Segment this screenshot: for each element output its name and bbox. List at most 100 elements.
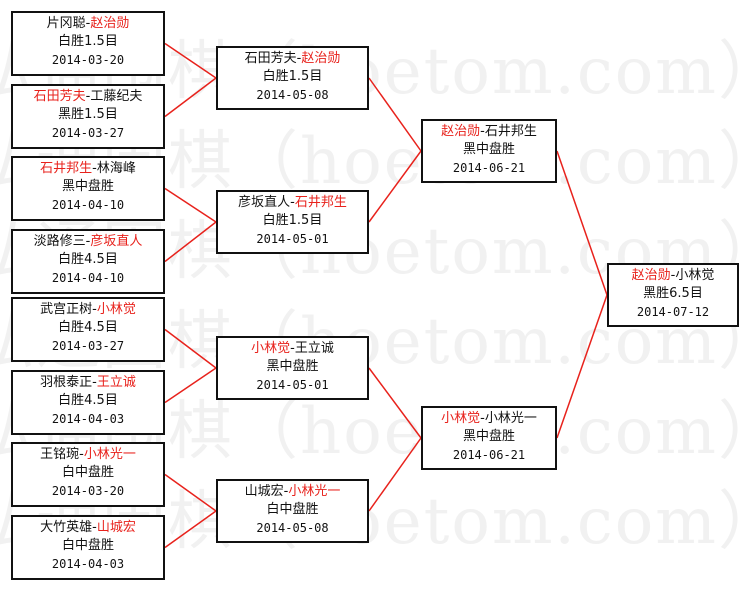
player-b: 林海峰 xyxy=(96,161,136,176)
bracket-connector xyxy=(164,367,217,404)
match-players: 赵治勋-石井邦生 xyxy=(423,123,555,141)
match-players: 赵治勋-小林觉 xyxy=(609,267,737,285)
match-result: 白中盘胜 xyxy=(61,538,114,553)
match-date: 2014-06-21 xyxy=(452,161,526,175)
match-date: 2014-07-12 xyxy=(636,305,710,319)
player-separator: - xyxy=(85,234,91,249)
match-players: 石田芳夫-工藤纪夫 xyxy=(13,88,163,106)
player-a: 石田芳夫 xyxy=(33,89,86,104)
bracket-connector xyxy=(368,150,422,223)
match-date: 2014-03-27 xyxy=(51,126,125,140)
bracket-connector xyxy=(556,150,608,296)
player-separator: - xyxy=(283,484,289,499)
match-result: 黑中盘胜 xyxy=(462,142,515,157)
match-box: 片冈聪-赵治勋白胜1.5目 2014-03-20 xyxy=(11,11,165,76)
match-date: 2014-05-01 xyxy=(256,378,329,392)
match-result: 白胜4.5目 xyxy=(58,393,118,408)
player-a: 石井邦生 xyxy=(40,161,93,176)
match-players: 片冈聪-赵治勋 xyxy=(13,15,163,33)
match-date: 2014-05-08 xyxy=(256,521,329,535)
match-players: 王铭琬-小林光一 xyxy=(13,446,163,464)
bracket-connector xyxy=(368,367,422,439)
match-result: 白胜1.5目 xyxy=(262,213,323,228)
player-b: 小林觉 xyxy=(675,268,715,283)
match-result: 白胜4.5目 xyxy=(58,252,118,267)
player-b: 小林光一 xyxy=(288,484,341,499)
match-result: 黑胜6.5目 xyxy=(643,286,703,301)
player-b: 赵治勋 xyxy=(90,16,130,31)
bracket-connector xyxy=(368,437,422,512)
player-separator: - xyxy=(92,520,97,535)
match-players: 小林觉-王立诚 xyxy=(218,340,367,358)
player-separator: - xyxy=(85,16,91,31)
bracket-connector xyxy=(164,473,217,512)
match-result: 白中盘胜 xyxy=(266,502,319,517)
match-date: 2014-04-10 xyxy=(51,271,125,285)
match-date: 2014-03-20 xyxy=(51,53,125,67)
player-separator: - xyxy=(92,375,97,390)
player-a: 山城宏 xyxy=(244,484,284,499)
player-a: 赵治勋 xyxy=(441,124,481,139)
match-date: 2014-03-20 xyxy=(51,484,125,498)
player-b: 工藤纪夫 xyxy=(90,89,143,104)
player-a: 赵治勋 xyxy=(631,268,671,283)
player-b: 小林光一 xyxy=(484,411,537,426)
match-date: 2014-05-01 xyxy=(256,232,329,246)
match-box: 山城宏-小林光一白中盘胜 2014-05-08 xyxy=(216,479,369,543)
player-separator: - xyxy=(92,302,97,317)
match-result: 白胜4.5目 xyxy=(58,320,118,335)
bracket-connector xyxy=(368,77,422,152)
match-result: 白中盘胜 xyxy=(61,465,114,480)
player-a: 小林觉 xyxy=(441,411,481,426)
player-b: 石井邦生 xyxy=(484,124,537,139)
player-a: 羽根泰正 xyxy=(40,375,93,390)
player-separator: - xyxy=(92,161,97,176)
match-result: 白胜1.5目 xyxy=(58,34,118,49)
player-b: 赵治勋 xyxy=(301,51,341,66)
match-players: 彦坂直人-石井邦生 xyxy=(218,194,367,212)
match-players: 大竹英雄-山城宏 xyxy=(13,519,163,537)
player-b: 石井邦生 xyxy=(294,195,347,210)
player-a: 淡路修三 xyxy=(33,234,86,249)
match-box: 王铭琬-小林光一白中盘胜 2014-03-20 xyxy=(11,442,165,507)
match-players: 小林觉-小林光一 xyxy=(423,410,555,428)
player-a: 石田芳夫 xyxy=(244,51,297,66)
player-separator: - xyxy=(480,411,485,426)
player-b: 小林光一 xyxy=(83,447,136,462)
match-players: 羽根泰正-王立诚 xyxy=(13,374,163,392)
bracket-connector xyxy=(556,294,608,439)
bracket-connector xyxy=(164,510,217,549)
match-result: 黑中盘胜 xyxy=(266,359,319,374)
match-date: 2014-06-21 xyxy=(452,448,526,462)
match-box: 赵治勋-石井邦生黑中盘胜 2014-06-21 xyxy=(421,119,557,183)
bracket-connector xyxy=(164,328,217,369)
player-b: 王立诚 xyxy=(294,341,334,356)
player-separator: - xyxy=(79,447,84,462)
bracket-connector xyxy=(164,77,217,118)
player-a: 彦坂直人 xyxy=(238,195,291,210)
match-result: 黑中盘胜 xyxy=(462,429,515,444)
match-date: 2014-05-08 xyxy=(256,88,329,102)
player-a: 武宫正树 xyxy=(40,302,93,317)
bracket-connector xyxy=(164,221,217,263)
match-players: 石井邦生-林海峰 xyxy=(13,160,163,178)
bracket-connector xyxy=(164,187,217,223)
player-b: 王立诚 xyxy=(96,375,136,390)
match-date: 2014-04-10 xyxy=(51,198,125,212)
player-b: 小林觉 xyxy=(96,302,136,317)
player-separator: - xyxy=(670,268,676,283)
player-b: 山城宏 xyxy=(96,520,136,535)
player-separator: - xyxy=(290,195,295,210)
player-a: 小林觉 xyxy=(251,341,291,356)
